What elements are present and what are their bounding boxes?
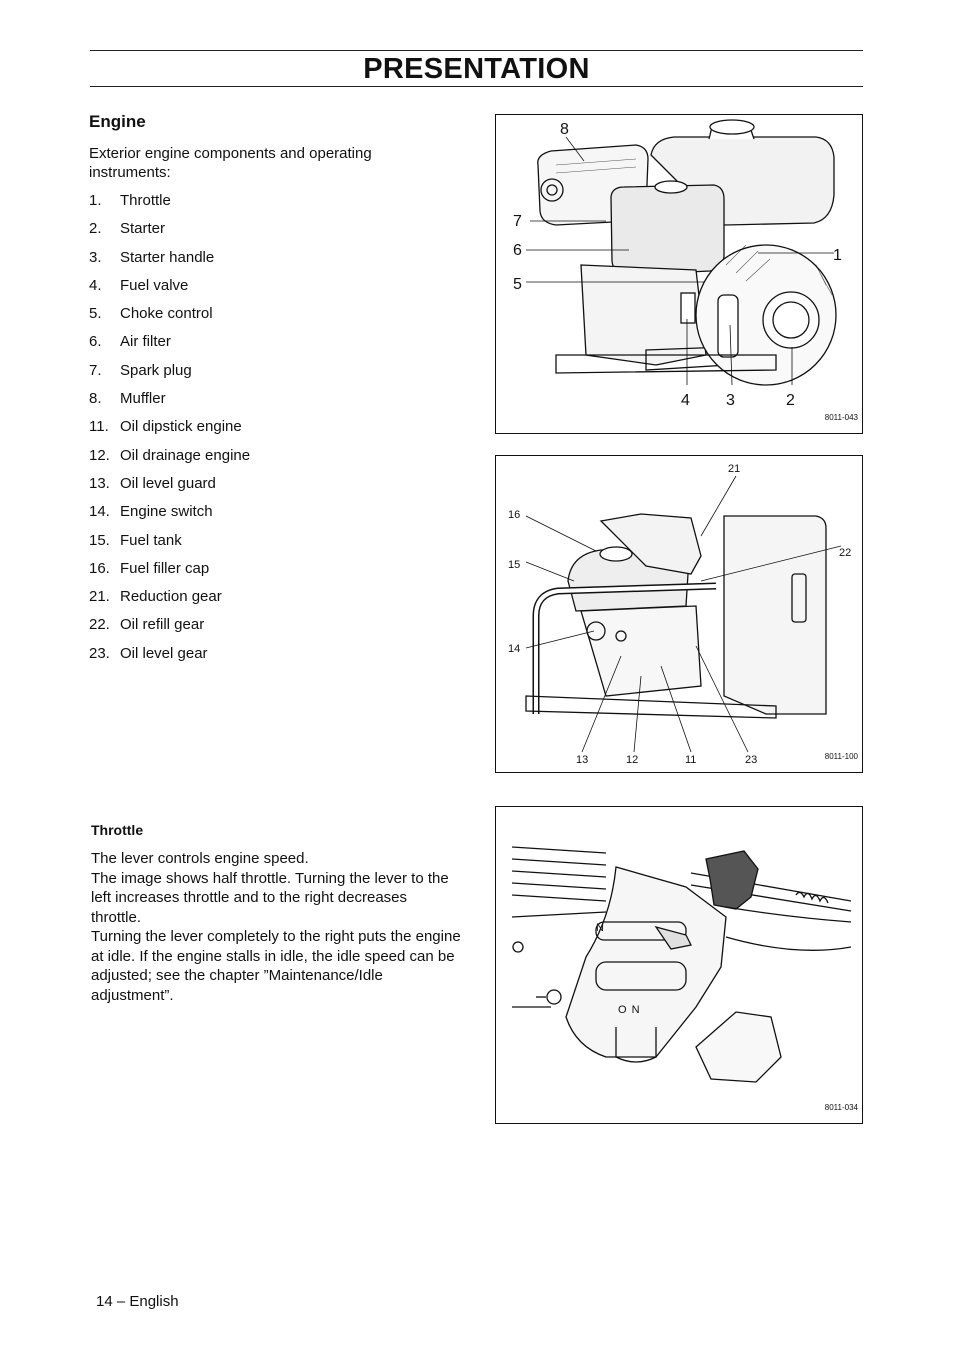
item-label: Oil level guard xyxy=(120,474,216,492)
header-rule-top xyxy=(90,50,863,51)
callout-16: 16 xyxy=(508,509,520,521)
list-item: 21. Reduction gear xyxy=(89,587,250,615)
header-rule-bottom xyxy=(90,86,863,87)
item-label: Choke control xyxy=(120,305,213,323)
list-item: 3. Starter handle xyxy=(89,248,250,276)
engine-frame-illustration: 21 16 22 15 14 13 12 11 23 xyxy=(508,463,851,766)
item-label: Engine switch xyxy=(120,503,213,521)
list-item: 14. Engine switch xyxy=(89,502,250,530)
item-number: 12. xyxy=(89,446,110,464)
mark-n: N xyxy=(596,922,605,934)
engine-exterior-figure: 8 7 6 5 1 4 3 2 8011-043 xyxy=(495,114,863,434)
callout-3: 3 xyxy=(726,392,735,409)
figure-code: 8011-100 xyxy=(824,752,858,761)
engine-frame-figure: 21 16 22 15 14 13 12 11 23 8011-100 xyxy=(495,455,863,773)
list-item: 13. Oil level guard xyxy=(89,474,250,502)
callout-7: 7 xyxy=(513,213,522,230)
list-item: 5. Choke control xyxy=(89,304,250,332)
item-label: Oil level gear xyxy=(120,644,208,662)
item-number: 16. xyxy=(89,559,110,577)
parts-list: 1. Throttle 2. Starter 3. Starter handle 4.… xyxy=(89,191,250,672)
callout-8: 8 xyxy=(560,121,569,138)
item-number: 21. xyxy=(89,588,110,606)
engine-heading: Engine xyxy=(89,112,146,131)
item-label: Oil dipstick engine xyxy=(120,418,242,436)
callout-1: 1 xyxy=(833,247,842,264)
callout-14: 14 xyxy=(508,643,520,655)
mark-on: O N xyxy=(618,1004,641,1016)
item-label: Oil refill gear xyxy=(120,616,205,634)
figure-code: 8011-034 xyxy=(824,1103,858,1112)
throttle-description: The lever controls engine speed. The ima… xyxy=(91,849,461,1005)
callout-23: 23 xyxy=(745,754,757,766)
item-label: Oil drainage engine xyxy=(120,446,251,464)
list-item: 1. Throttle xyxy=(89,191,250,219)
item-label: Fuel filler cap xyxy=(120,559,210,577)
item-number: 23. xyxy=(89,644,110,662)
item-number: 3. xyxy=(89,248,102,266)
item-label: Spark plug xyxy=(120,361,192,379)
item-number: 11. xyxy=(89,418,109,436)
callout-6: 6 xyxy=(513,242,522,259)
page-footer: 14 – English xyxy=(96,1293,179,1310)
item-number: 4. xyxy=(89,276,102,294)
item-label: Starter handle xyxy=(120,248,215,266)
engine-exterior-illustration: 8 7 6 5 1 4 3 2 xyxy=(513,119,842,409)
list-item: 2. Starter xyxy=(89,219,250,247)
item-number: 2. xyxy=(89,220,102,238)
list-item: 11. Oil dipstick engine xyxy=(89,417,250,445)
callout-22: 22 xyxy=(839,547,851,559)
item-number: 22. xyxy=(89,616,110,634)
item-number: 6. xyxy=(89,333,102,351)
throttle-lever-figure: N O N 8011-034 xyxy=(495,806,863,1124)
list-item: 15. Fuel tank xyxy=(89,531,250,559)
callout-21: 21 xyxy=(728,463,740,475)
callout-13: 13 xyxy=(576,754,588,766)
throttle-heading: Throttle xyxy=(91,822,144,838)
callout-4: 4 xyxy=(681,392,690,409)
item-number: 13. xyxy=(89,474,110,492)
figure-code: 8011-043 xyxy=(824,413,858,422)
list-item: 8. Muffler xyxy=(89,389,250,417)
throttle-paragraph: The image shows half throttle. Turning t… xyxy=(91,869,449,926)
list-item: 16. Fuel filler cap xyxy=(89,559,250,587)
item-label: Fuel tank xyxy=(120,531,182,549)
callout-5: 5 xyxy=(513,276,522,293)
item-number: 1. xyxy=(89,192,102,209)
callout-11: 11 xyxy=(685,754,696,766)
throttle-paragraph: The lever controls engine speed. xyxy=(91,850,309,867)
item-number: 15. xyxy=(89,531,110,549)
callout-15: 15 xyxy=(508,559,520,571)
item-number: 14. xyxy=(89,503,110,521)
list-item: 22. Oil refill gear xyxy=(89,615,250,643)
page-title: PRESENTATION xyxy=(363,53,590,85)
item-label: Reduction gear xyxy=(120,588,222,606)
engine-intro: Exterior engine components and operating… xyxy=(89,145,372,181)
item-number: 5. xyxy=(89,305,102,323)
item-label: Starter xyxy=(120,220,166,238)
list-item: 6. Air filter xyxy=(89,332,250,360)
callout-12: 12 xyxy=(626,754,638,766)
callout-2: 2 xyxy=(786,392,795,409)
item-number: 8. xyxy=(89,390,102,408)
list-item: 12. Oil drainage engine xyxy=(89,446,250,474)
item-label: Air filter xyxy=(120,333,171,351)
item-label: Throttle xyxy=(120,192,171,209)
item-label: Fuel valve xyxy=(120,276,189,294)
throttle-lever-illustration: N O N xyxy=(511,846,852,1083)
item-label: Muffler xyxy=(120,390,166,408)
list-item: 23. Oil level gear xyxy=(89,644,250,672)
item-number: 7. xyxy=(89,361,102,379)
list-item: 4. Fuel valve xyxy=(89,276,250,304)
throttle-paragraph: Turning the lever completely to the righ… xyxy=(91,928,461,1004)
list-item: 7. Spark plug xyxy=(89,361,250,389)
